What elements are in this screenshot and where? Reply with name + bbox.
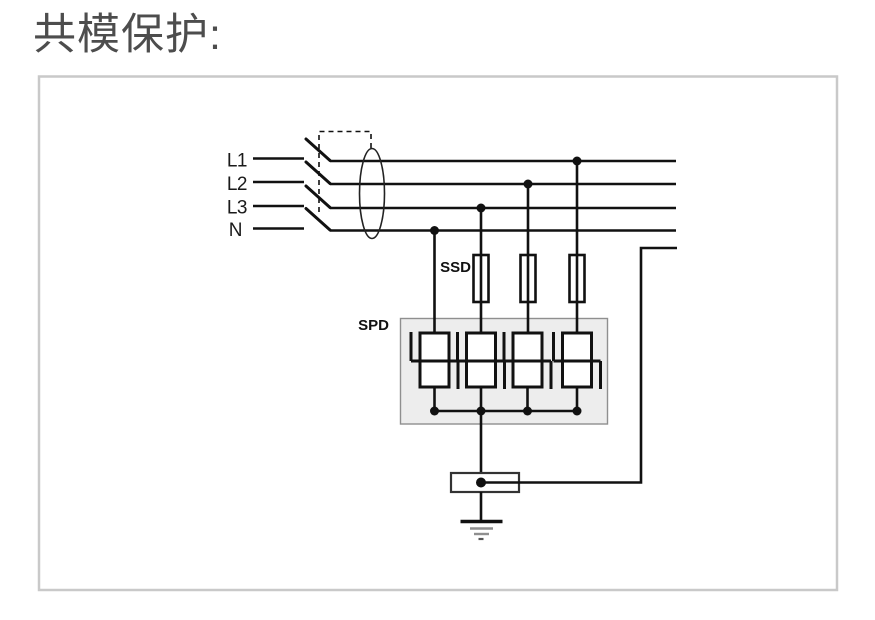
- conductor-label-l1: L1: [227, 151, 247, 172]
- conductor-label-n: N: [229, 220, 242, 241]
- switch-icon: [304, 207, 332, 232]
- spd-label: SPD: [358, 317, 389, 334]
- fuse-icon: [472, 253, 490, 304]
- switch-group-ellipse-icon: [358, 147, 386, 240]
- varistor-icon: [456, 331, 506, 411]
- switch-icon: [304, 160, 332, 185]
- varistor-icon: [552, 331, 602, 411]
- varistor-icon: [502, 331, 553, 411]
- ground-icon: [460, 492, 503, 541]
- conductor-row-n: N: [229, 207, 676, 241]
- conductor-label-l2: L2: [227, 174, 247, 195]
- junction-dot: [572, 406, 582, 416]
- junction-dot: [523, 406, 532, 416]
- varistor-icon: [409, 331, 460, 411]
- switch-linkage-dashed-icon: [318, 130, 372, 212]
- conductor-row-l3: L3: [227, 184, 676, 219]
- pe-wire: [481, 246, 677, 484]
- fuse-icon: [519, 253, 537, 304]
- switch-icon: [304, 184, 332, 209]
- switch-icon: [304, 137, 332, 162]
- junction-dot: [430, 406, 439, 416]
- ssd-label: SSD: [440, 259, 471, 276]
- page-title: 共模保护:: [33, 11, 222, 59]
- conductor-label-l3: L3: [227, 198, 247, 219]
- conductor-row-l1: L1: [227, 137, 676, 172]
- fuse-icon: [568, 253, 586, 304]
